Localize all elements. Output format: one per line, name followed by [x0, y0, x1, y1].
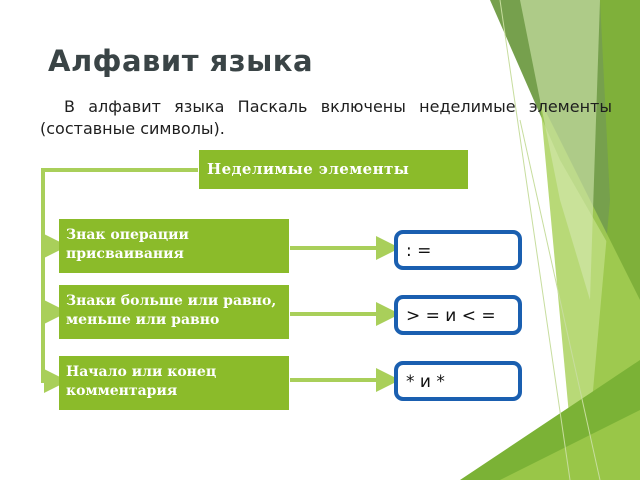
main-branch-line [41, 168, 198, 383]
category-comparison-line1: Знаки больше или равно, [66, 293, 277, 309]
deco-shard-bottom-light [500, 410, 640, 480]
deco-line-1 [499, 0, 571, 480]
symbol-comment: * и * [394, 361, 522, 401]
category-assignment: Знак операции присваивания [59, 219, 289, 273]
header-box: Неделимые элементы [199, 150, 468, 189]
symbol-comparison: > = и < = [394, 295, 522, 335]
deco-shard-pale [520, 0, 600, 300]
category-comparison: Знаки больше или равно, меньше или равно [59, 285, 289, 339]
category-comment: Начало или конец комментария [59, 356, 289, 410]
deco-line-2 [519, 119, 601, 480]
category-comparison-line2: меньше или равно [66, 312, 220, 328]
intro-paragraph: В алфавит языка Паскаль включены неделим… [40, 97, 612, 138]
slide-title: Алфавит языка [48, 44, 314, 78]
symbol-assignment: : = [394, 230, 522, 270]
